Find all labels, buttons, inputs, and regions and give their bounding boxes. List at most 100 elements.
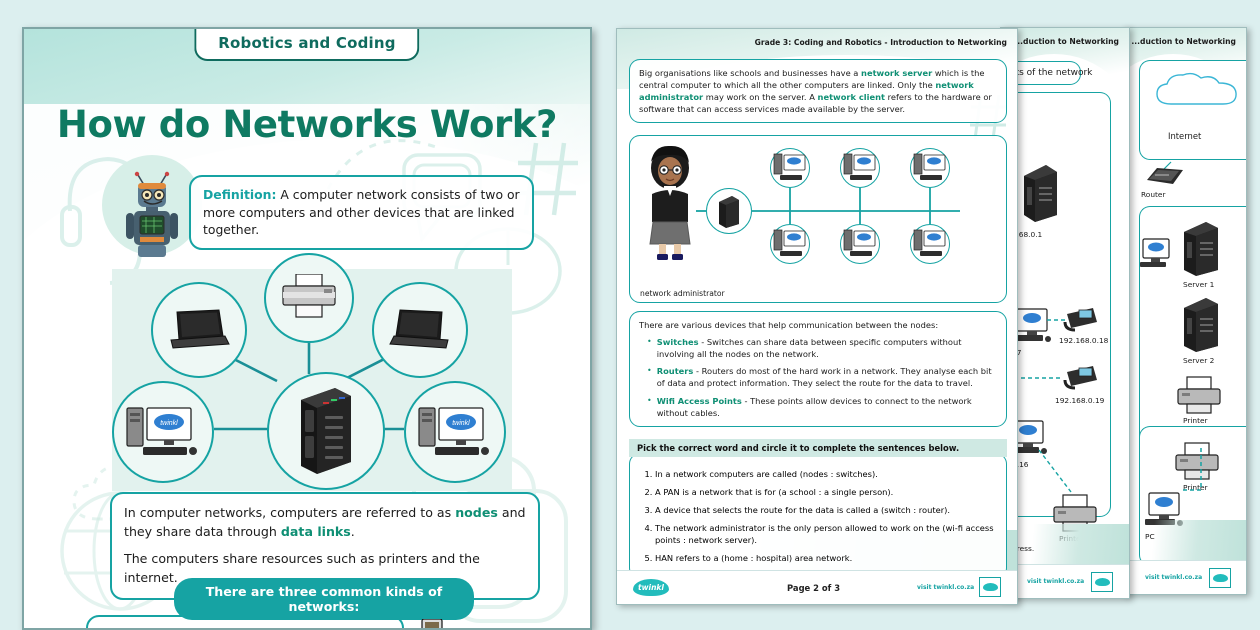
link-pc-phone xyxy=(1047,319,1065,321)
sheet4-footer: visit twinkl.co.za xyxy=(1123,560,1246,594)
desktop-node-right: twinkl xyxy=(404,381,506,483)
worksheet-page-2[interactable]: Grade 3: Coding and Robotics - Introduct… xyxy=(616,28,1018,605)
label-router: Router xyxy=(1141,190,1166,199)
page-title: How do Networks Work? xyxy=(56,103,558,146)
page-number: Page 2 of 3 xyxy=(787,583,841,593)
router-icon xyxy=(1147,161,1183,184)
desktop-computer-icon: twinkl xyxy=(418,407,489,455)
svg-text:twinkl: twinkl xyxy=(160,420,178,427)
kinds-of-networks-pill: There are three common kinds of networks… xyxy=(174,578,474,620)
printer-icon xyxy=(282,274,336,318)
topic-chip: Robotics and Coding xyxy=(194,29,420,61)
pc-to-printer-link xyxy=(1183,448,1202,491)
body-t3: . xyxy=(350,523,355,539)
printer-node-top xyxy=(264,253,354,343)
device-item-routers: • Routers - Routers do most of the hard … xyxy=(639,365,997,389)
keyword-network-administrator: network administrator xyxy=(639,80,974,103)
devices-intro: There are various devices that help comm… xyxy=(639,320,939,330)
sheet2-footer: twinkl Page 2 of 3 visit twinkl.co.za xyxy=(617,570,1017,604)
body-t1: In computer networks, computers are refe… xyxy=(124,505,456,520)
network-administrator-label: network administrator xyxy=(640,289,725,298)
sheet3-main-box xyxy=(1001,92,1111,517)
laptop-icon xyxy=(170,309,230,349)
sheet4-footer-band xyxy=(1123,520,1246,560)
ip-phone-icon-2 xyxy=(1063,366,1097,390)
intro-text-box: Big organisations like schools and busin… xyxy=(629,59,1007,124)
desktop-computer-icon-2 xyxy=(1013,308,1051,342)
sheet3-footer-band xyxy=(1001,524,1129,564)
twinkl-badge-4 xyxy=(1209,568,1231,588)
quiz-item-5[interactable]: HAN refers to a (home : hospital) area n… xyxy=(655,552,997,564)
intro-t2: which is the central computer to which a… xyxy=(639,68,985,91)
worksheet-page-3[interactable]: ...duction to Networking ...ts of the ne… xyxy=(1000,27,1130,599)
network-admin-diagram: network administrator xyxy=(629,135,1007,303)
bullet-icon: • xyxy=(647,366,652,376)
twinkl-url-3[interactable]: visit twinkl.co.za xyxy=(1027,578,1085,585)
keyword-nodes: nodes xyxy=(455,505,498,520)
sheet2-header: Grade 3: Coding and Robotics - Introduct… xyxy=(754,38,1007,47)
intro-t4: refers to the hardware or software that … xyxy=(639,92,992,115)
link-to-phone2 xyxy=(1021,377,1063,379)
intro-t1: Big organisations like schools and busin… xyxy=(639,68,862,78)
keyword-network-server: network server xyxy=(861,68,933,78)
desktop-computer-icon: twinkl xyxy=(126,407,197,455)
sheet3-footer: visit twinkl.co.za xyxy=(1001,564,1129,598)
sheet4-header: ...duction to Networking xyxy=(1131,37,1236,46)
label-server-2: Server 2 xyxy=(1183,356,1215,365)
quiz-item-4[interactable]: The network administrator is the only pe… xyxy=(655,522,997,546)
networks-poster[interactable]: Robotics and Coding How do Networks Work… xyxy=(22,27,592,630)
bullet-icon: • xyxy=(647,395,652,405)
definition-label: Definition: xyxy=(203,187,277,202)
printer-icon-2 xyxy=(1175,442,1219,480)
link-pc-printer-3 xyxy=(1038,449,1072,493)
quiz-item-1[interactable]: In a network computers are called (nodes… xyxy=(655,468,997,480)
central-server-node xyxy=(706,188,752,234)
twinkl-logo[interactable]: twinkl xyxy=(633,579,669,596)
keyword-network-client: network client xyxy=(817,92,886,103)
twinkl-url-2[interactable]: visit twinkl.co.za xyxy=(917,584,975,591)
quiz-item-3[interactable]: A device that selects the route for the … xyxy=(655,504,997,516)
intro-paragraph: Big organisations like schools and busin… xyxy=(639,67,997,115)
label-printer-top: Printer xyxy=(1183,416,1208,425)
svg-text:twinkl: twinkl xyxy=(452,420,470,427)
internet-cloud-icon xyxy=(1156,72,1237,105)
twinkl-badge-2 xyxy=(979,577,1001,597)
server-node-center xyxy=(267,372,385,490)
intro-t3: may work on the server. A xyxy=(703,92,818,103)
laptop-node-left xyxy=(151,282,247,378)
worksheet-page-4[interactable]: ...duction to Networking Internet Router xyxy=(1122,27,1247,595)
pan-title: Personal Area Network (PAN) - xyxy=(111,626,329,628)
label-ip-0-19: 192.168.0.19 xyxy=(1055,396,1105,405)
device-text-routers: Routers - Routers do most of the hard wo… xyxy=(657,365,997,389)
twinkl-badge-3 xyxy=(1091,572,1113,592)
device-term-switches: Switches xyxy=(656,337,699,348)
label-ip-server: 2.168.0.1 xyxy=(1007,230,1043,239)
keyword-data-links: data links xyxy=(280,523,351,539)
server-tower-icon-3 xyxy=(1024,165,1057,222)
label-ip-0-18: 192.168.0.18 xyxy=(1059,336,1109,345)
devices-list-box: There are various devices that help comm… xyxy=(629,311,1007,427)
cloud-label-internet: Internet xyxy=(1168,131,1202,141)
device-item-wifi: • Wifi Access Points - These points allo… xyxy=(639,395,997,419)
quiz-item-2[interactable]: A PAN is a network that is for (a school… xyxy=(655,486,997,498)
label-printer-bottom: Printer xyxy=(1183,483,1208,492)
body-paragraph-1: In computer networks, computers are refe… xyxy=(124,504,526,542)
laptop-node-right xyxy=(372,282,468,378)
server-tower-icon-1 xyxy=(1184,222,1218,276)
quiz-list: In a network computers are called (nodes… xyxy=(639,468,997,564)
device-text-wifi: Wifi Access Points - These points allow … xyxy=(657,395,997,419)
device-desc-switches: - Switches can share data between specif… xyxy=(656,337,962,360)
printer-icon-1 xyxy=(1177,376,1221,414)
label-server-1: Server 1 xyxy=(1183,280,1215,289)
sheet3-box-title: ...ts of the network xyxy=(1007,68,1093,78)
bullet-icon: • xyxy=(647,337,652,347)
device-desc-wifi: - These points allow devices to connect … xyxy=(656,395,972,418)
laptop-icon xyxy=(389,309,449,349)
device-text-switches: Switches - Switches can share data betwe… xyxy=(657,336,997,360)
device-item-switches: • Switches - Switches can share data bet… xyxy=(639,336,997,360)
quiz-box[interactable]: In a network computers are called (nodes… xyxy=(629,453,1007,580)
twinkl-url-4[interactable]: visit twinkl.co.za xyxy=(1145,574,1203,581)
sheet3-header: ...duction to Networking xyxy=(1014,37,1119,46)
instruction-banner: Pick the correct word and circle it to c… xyxy=(629,439,1007,457)
device-term-wifi: Wifi Access Points xyxy=(656,395,742,406)
